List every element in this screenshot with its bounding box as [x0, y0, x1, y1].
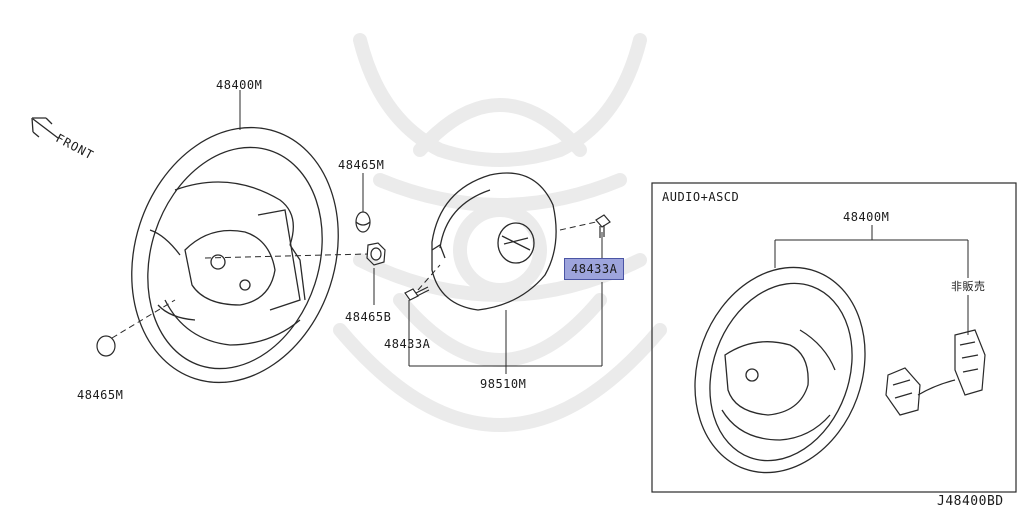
callout-48465m-bottom[interactable]: 48465M	[77, 388, 124, 402]
steering-wheel-main-drawing	[131, 126, 339, 384]
steering-wheel-box-drawing	[694, 266, 866, 474]
callout-48465b[interactable]: 48465B	[345, 310, 392, 324]
callout-48400m-main[interactable]: 48400M	[216, 78, 263, 92]
cap-48465m-top-drawing	[355, 211, 371, 233]
bolt-48433a-right-drawing	[595, 214, 611, 238]
airbag-module-drawing	[431, 172, 557, 311]
bolt-48433a-left-drawing	[404, 286, 430, 301]
callout-48433a-left[interactable]: 48433A	[384, 337, 431, 351]
nut-48465b-drawing	[366, 242, 386, 266]
watermark-emblem	[333, 33, 667, 432]
box-title: AUDIO+ASCD	[662, 190, 740, 204]
callout-98510m[interactable]: 98510M	[480, 377, 527, 391]
leader-lines	[239, 90, 603, 374]
callout-48400m-box[interactable]: 48400M	[843, 210, 890, 224]
audio-ascd-box	[651, 182, 1017, 493]
front-arrow-icon	[31, 117, 59, 139]
callout-48465m-top[interactable]: 48465M	[338, 158, 385, 172]
dashed-leaders	[111, 221, 597, 339]
callout-48433a-right-highlighted[interactable]: 48433A	[564, 258, 625, 280]
not-sold-label: 非販売	[951, 280, 986, 293]
cap-48465m-bottom-drawing	[96, 335, 116, 357]
switch-assembly-drawing	[885, 329, 986, 416]
diagram-code: J48400BD	[937, 494, 1004, 509]
